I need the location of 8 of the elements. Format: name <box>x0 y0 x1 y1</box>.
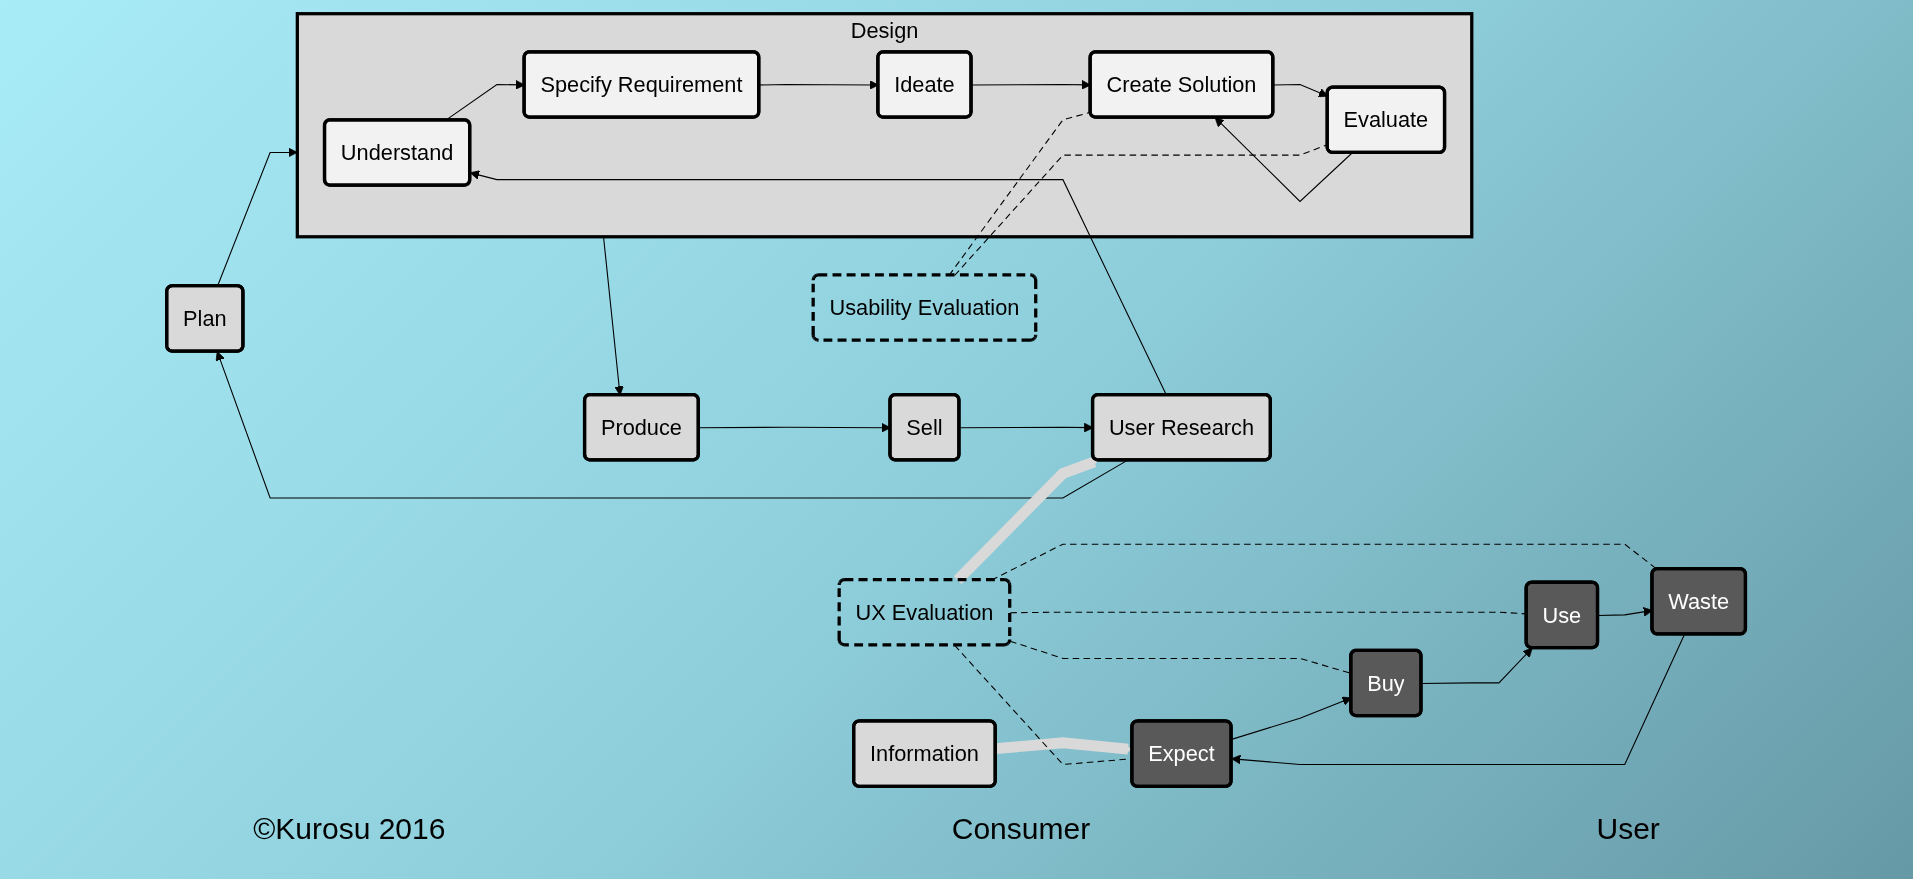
note-text: Consumer <box>951 812 1091 846</box>
arrow <box>1215 117 1354 203</box>
note-text: User <box>1596 812 1660 846</box>
arrow <box>216 351 1129 499</box>
arrow <box>954 456 1100 584</box>
node-text: Usability Evaluation <box>829 295 1020 320</box>
note-text: ©Kurosu 2016 <box>253 812 446 846</box>
node-text: UX Evaluation <box>855 600 994 625</box>
